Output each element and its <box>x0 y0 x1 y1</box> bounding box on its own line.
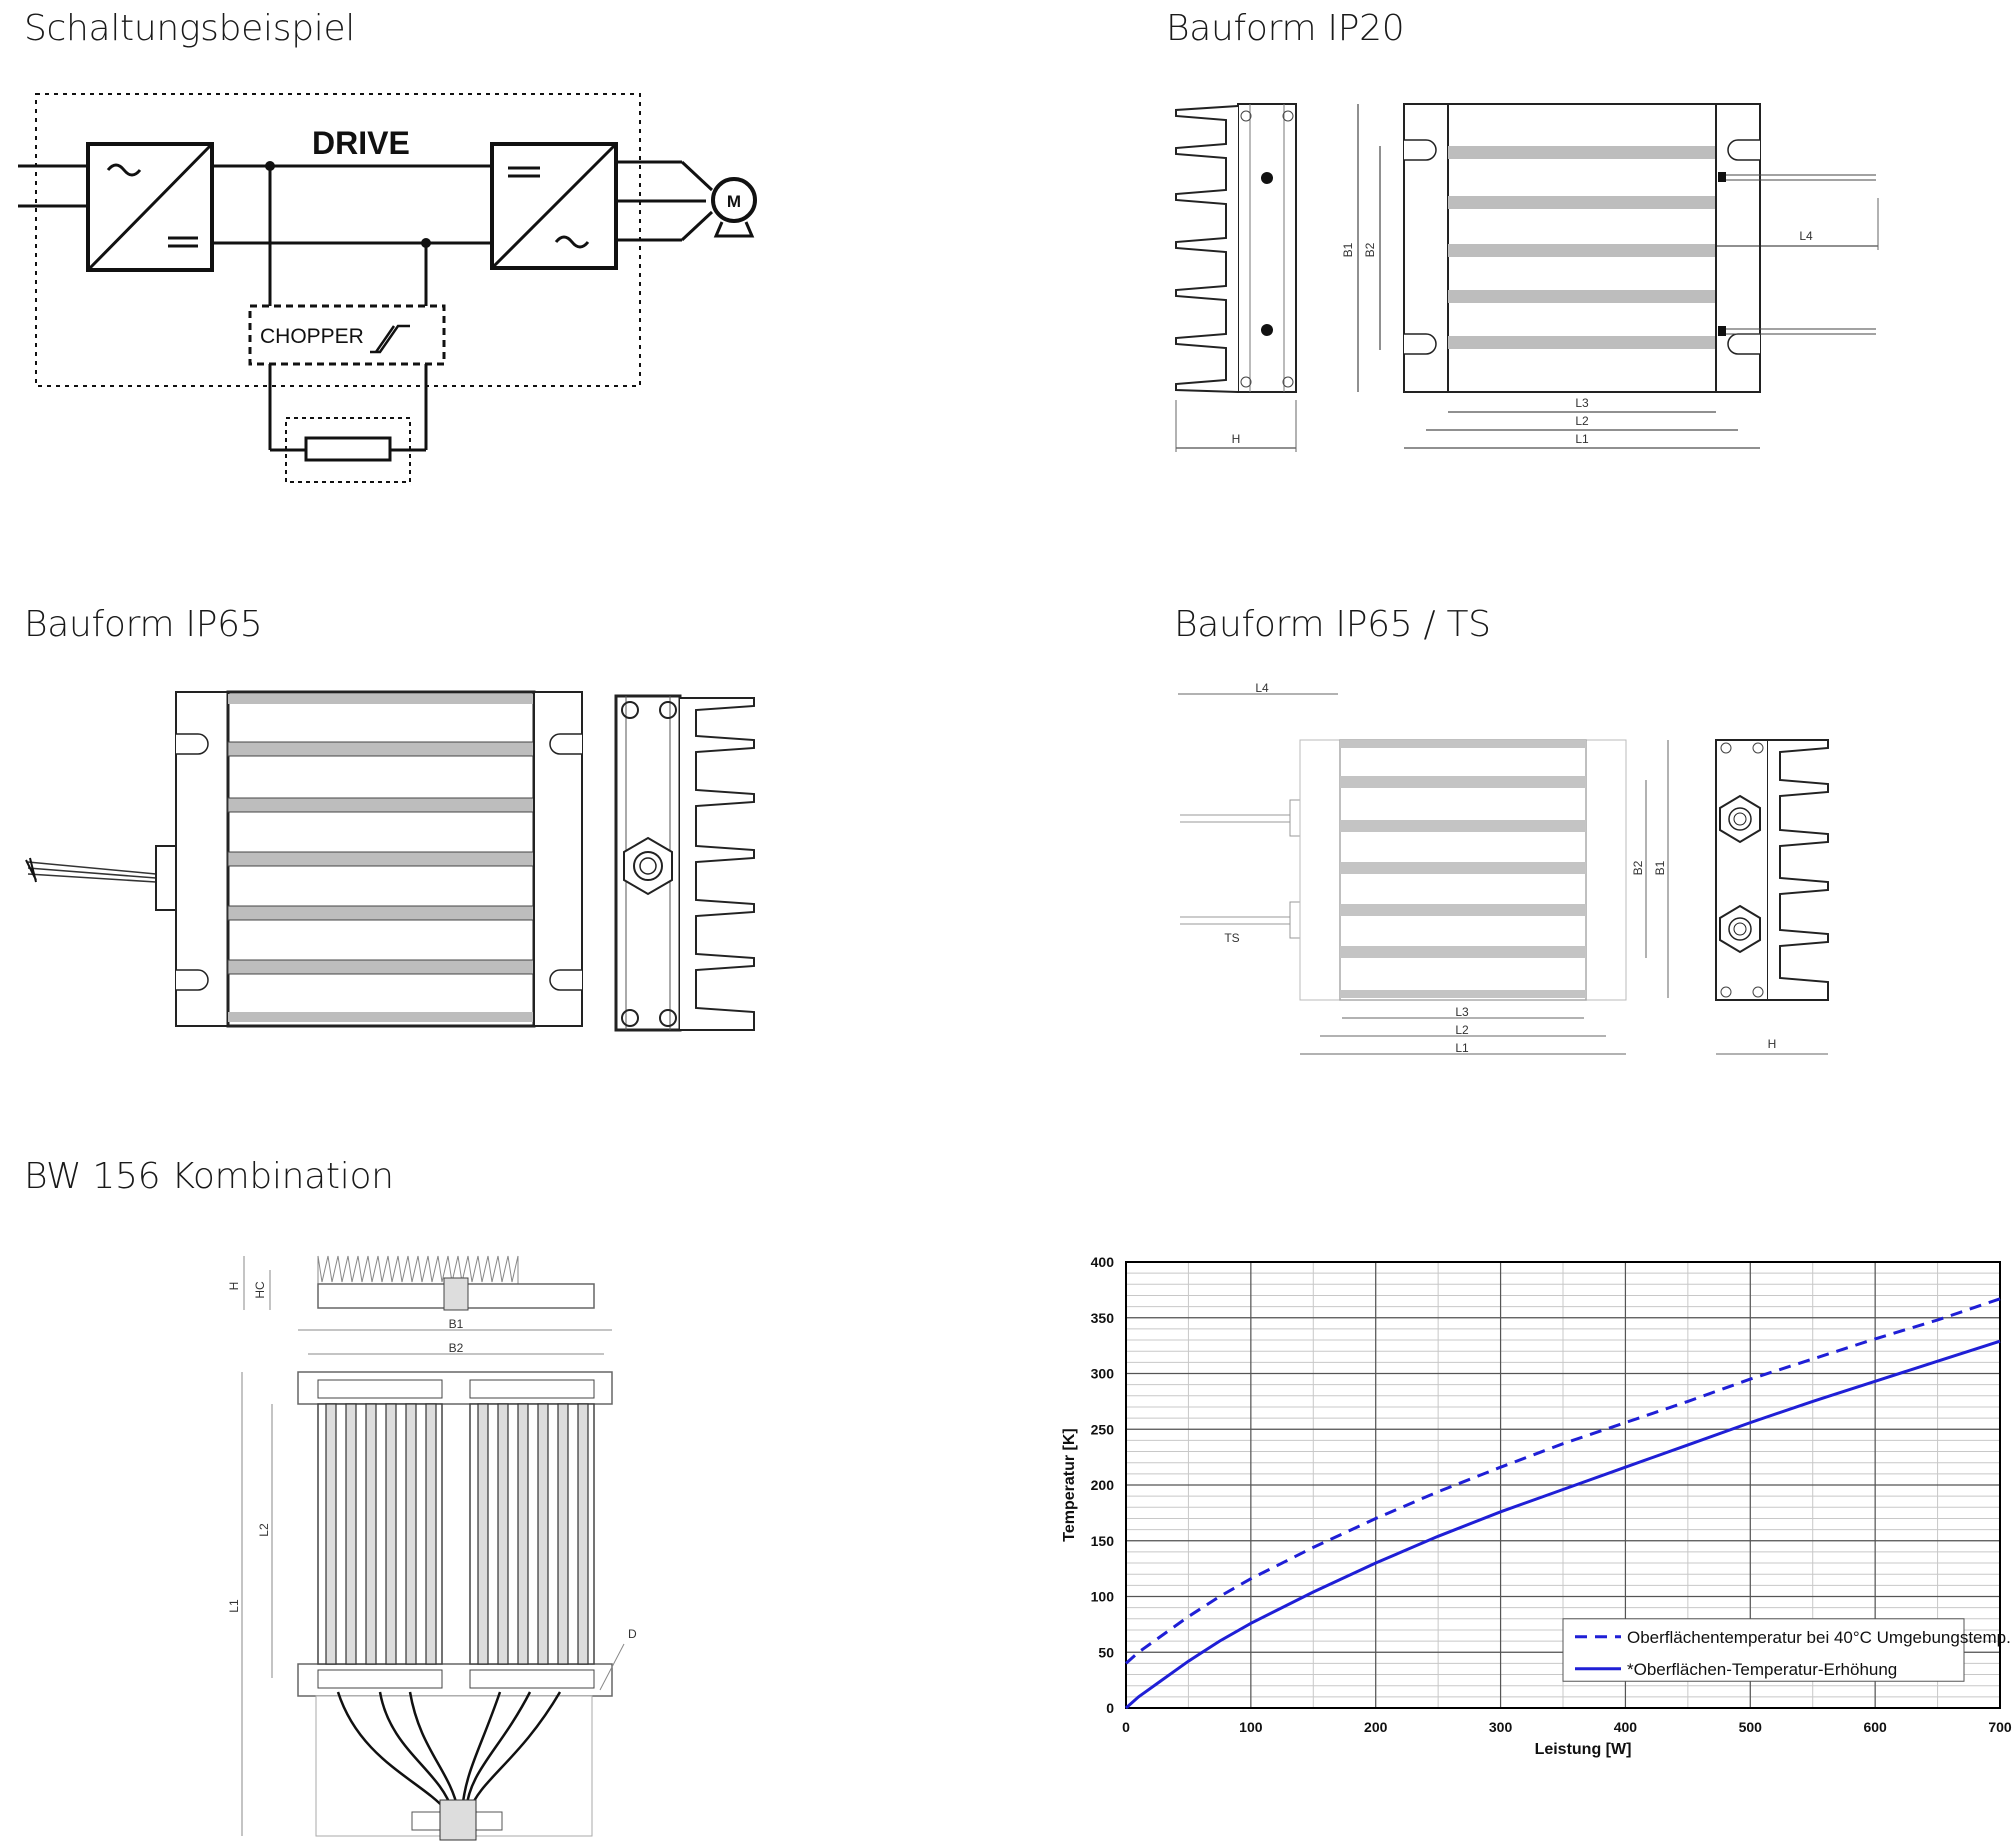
chart-legend: Oberflächentemperatur bei 40°C Umgebungs… <box>1562 1618 2011 1682</box>
y-tick-label: 100 <box>1091 1589 1115 1605</box>
chopper-label: CHOPPER <box>260 325 364 348</box>
drive-label: DRIVE <box>312 125 410 161</box>
kombi-front-view <box>297 1371 613 1841</box>
motor-label: M <box>727 192 741 211</box>
chart-grid-major <box>1125 1261 2001 1709</box>
title-bauform-ip20: Bauform IP20 <box>1166 8 1405 49</box>
ip65ts-dim-h: H <box>1768 1037 1777 1051</box>
y-tick-label: 300 <box>1091 1366 1115 1382</box>
kombi-dim-d: D <box>628 1627 637 1641</box>
ip65ts-side-view <box>1715 739 1829 1001</box>
chopper-block: CHOPPER <box>248 304 446 366</box>
ip65-top-view <box>175 690 583 1028</box>
kombi-dim-b1: B1 <box>449 1317 464 1331</box>
x-tick-label: 0 <box>1122 1719 1130 1735</box>
x-tick-label: 600 <box>1863 1719 1887 1735</box>
x-tick-label: 300 <box>1489 1719 1513 1735</box>
kombi-dim-h: H <box>227 1282 241 1291</box>
title-bauform-ip65-ts: Bauform IP65 / TS <box>1174 604 1491 645</box>
kombi-dim-l1: L1 <box>227 1599 241 1613</box>
rectifier-block <box>86 142 214 272</box>
kombi-drawing: H HC B1 B2 L1 L2 D <box>227 1255 637 1841</box>
chart-series <box>1125 1297 2001 1710</box>
ip20-dim-l1: L1 <box>1575 432 1589 446</box>
ip20-dim-l3: L3 <box>1575 396 1589 410</box>
series-line-1 <box>1125 1297 2001 1665</box>
chart-x-axis-label: Leistung [W] <box>1535 1741 1632 1758</box>
series-line-2 <box>1125 1339 2001 1710</box>
title-schaltungsbeispiel: Schaltungsbeispiel <box>24 8 355 49</box>
ip20-dim-b2: B2 <box>1363 242 1377 257</box>
ip65ts-drawing: L4 TS B2 B1 L3 L2 L1 <box>1178 681 1829 1055</box>
ip20-dim-l4: L4 <box>1799 229 1813 243</box>
y-tick-label: 400 <box>1091 1254 1115 1270</box>
legend-box <box>1562 1618 1965 1682</box>
ip20-dim-l2: L2 <box>1575 414 1589 428</box>
ip20-drawing: H B1 B2 L3 L2 L1 L4 <box>1175 103 1879 452</box>
circuit-diagram: DRIVE M CHOPPER <box>18 93 757 483</box>
ip65ts-dim-l4: L4 <box>1255 681 1269 695</box>
ip65ts-dim-b1: B1 <box>1653 860 1667 875</box>
y-tick-label: 50 <box>1098 1644 1114 1660</box>
kombi-dim-hc: HC <box>253 1281 267 1299</box>
chart-tick-labels: 0 100 200 300 400 500 600 700 0 50 100 150 200 250 300… <box>1091 1254 2012 1735</box>
chart-y-axis-label: Temperatur [K] <box>1061 1428 1078 1542</box>
motor-symbol: M <box>711 177 757 238</box>
ip20-dim-h: H <box>1232 432 1241 446</box>
ip20-top-view <box>1403 103 1876 393</box>
brake-resistor <box>285 417 411 483</box>
ip65-side-view <box>614 694 755 1032</box>
inverter-block <box>490 142 618 270</box>
kombi-side-view <box>317 1255 595 1311</box>
ip65ts-dim-ts: TS <box>1224 931 1239 945</box>
title-bw156-kombination: BW 156 Kombination <box>24 1156 394 1197</box>
kombi-dim-b2: B2 <box>449 1341 464 1355</box>
x-tick-label: 700 <box>1988 1719 2012 1735</box>
ip65ts-dim-l3: L3 <box>1455 1005 1469 1019</box>
legend-label-2: *Oberflächen-Temperatur-Erhöhung <box>1627 1660 1897 1679</box>
y-tick-label: 250 <box>1091 1421 1115 1437</box>
ip65ts-dim-l1: L1 <box>1455 1041 1469 1055</box>
temperature-chart: 0 100 200 300 400 500 600 700 0 50 100 150 200 250 300… <box>1061 1254 2012 1758</box>
x-tick-label: 200 <box>1364 1719 1388 1735</box>
ip20-side-view <box>1175 103 1297 393</box>
title-bauform-ip65: Bauform IP65 <box>24 604 263 645</box>
kombi-dim-l2: L2 <box>257 1523 271 1537</box>
x-tick-label: 500 <box>1739 1719 1763 1735</box>
y-tick-label: 350 <box>1091 1310 1115 1326</box>
ip65-cable <box>25 857 157 883</box>
ip65ts-top-view <box>1299 739 1627 1001</box>
ip65-drawing <box>25 690 755 1032</box>
y-tick-label: 0 <box>1106 1700 1114 1716</box>
chart-plot-frame <box>1125 1261 2001 1709</box>
y-tick-label: 200 <box>1091 1477 1115 1493</box>
ip20-dim-b1: B1 <box>1341 242 1355 257</box>
x-tick-label: 100 <box>1239 1719 1263 1735</box>
ip65ts-dim-b2: B2 <box>1631 860 1645 875</box>
y-tick-label: 150 <box>1091 1533 1115 1549</box>
ip65ts-dim-l2: L2 <box>1455 1023 1469 1037</box>
x-tick-label: 400 <box>1614 1719 1638 1735</box>
legend-label-1: Oberflächentemperatur bei 40°C Umgebungs… <box>1627 1628 2011 1647</box>
